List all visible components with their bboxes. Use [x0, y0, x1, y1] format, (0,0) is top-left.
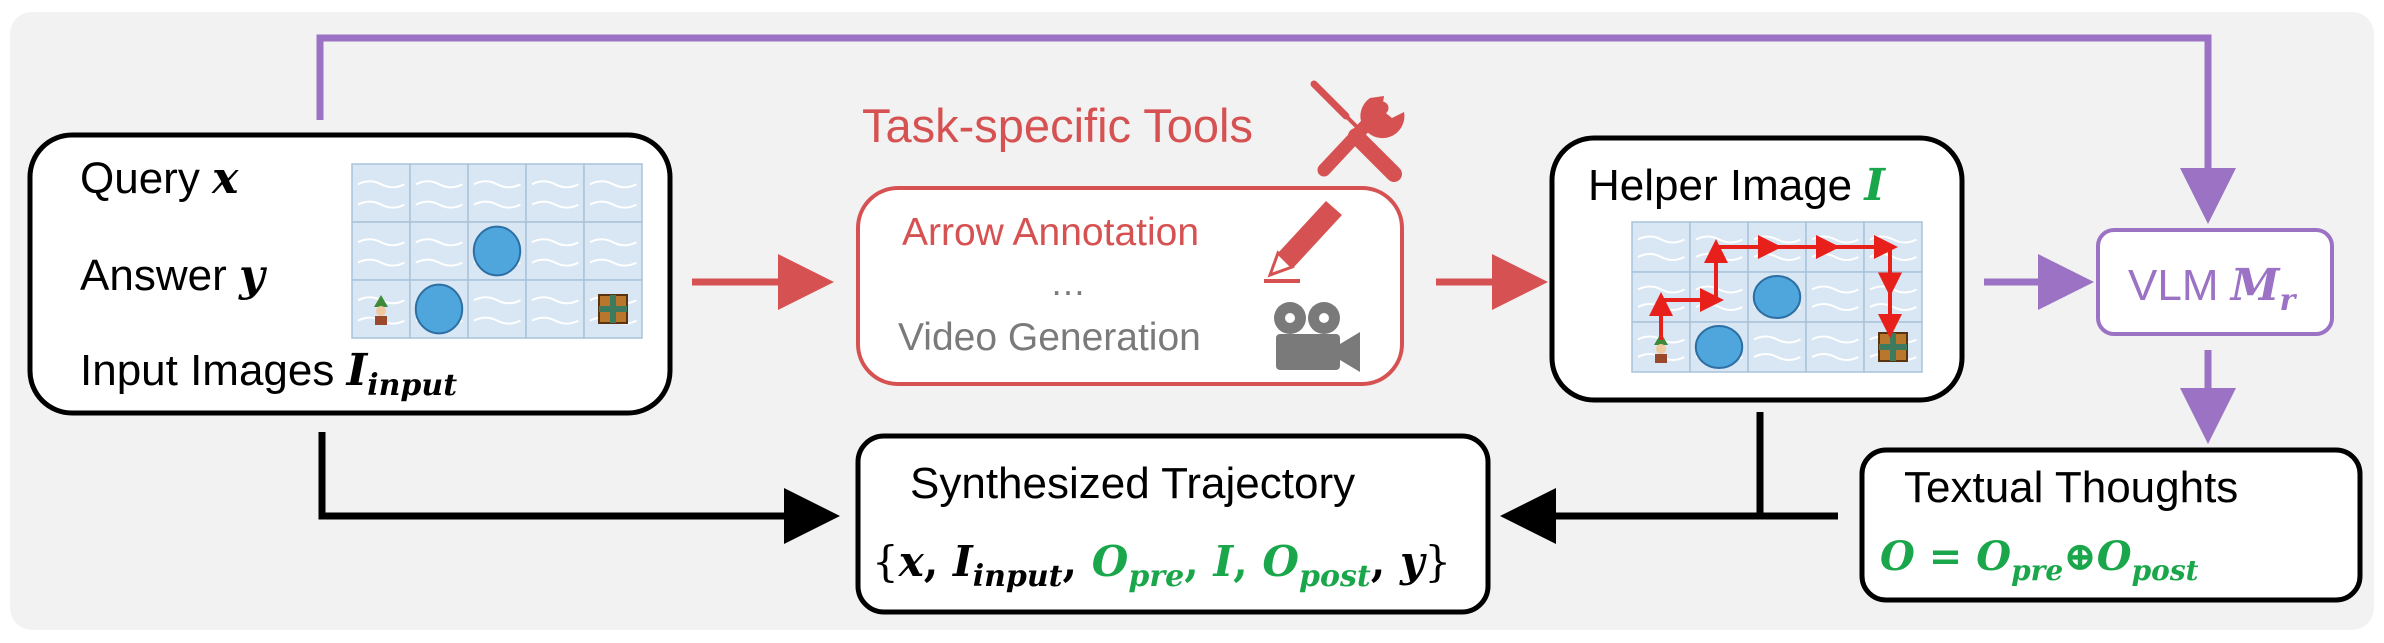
ice-tile [1805, 321, 1865, 373]
ice-texture [1811, 335, 1859, 344]
thoughts-formula: O = Opre⊕Opost [1880, 533, 2199, 587]
water-hole [1752, 275, 1802, 319]
pencil-icon [1264, 201, 1342, 283]
elf-hat [374, 295, 388, 307]
query-label: Query x [80, 153, 239, 204]
ice-tile [583, 221, 643, 281]
ice-texture [531, 238, 579, 247]
ice-texture [589, 238, 637, 247]
ice-texture [1811, 303, 1859, 311]
wrench-screwdriver-icon [1310, 80, 1405, 182]
helper-image-title: Helper Image I [1588, 160, 1886, 211]
ice-texture [357, 200, 405, 209]
ice-texture [1811, 353, 1859, 361]
ice-texture [415, 238, 463, 247]
goal-ribbon [1879, 344, 1907, 350]
textual-thoughts-title: Textual Thoughts [1904, 463, 2238, 512]
ice-tile [1689, 271, 1749, 323]
arrow-annotation-label: Arrow Annotation [902, 211, 1199, 254]
goal-ribbon [599, 306, 627, 312]
purple-query-arrow [316, 34, 2236, 224]
tools-title: Task-specific Tools [862, 99, 1253, 152]
ice-tile [1805, 271, 1865, 323]
ice-texture [1637, 253, 1685, 261]
ice-tile [525, 221, 585, 281]
ice-tile [351, 163, 411, 223]
video-generation-label: Video Generation [898, 316, 1201, 359]
ice-tile [1747, 321, 1807, 373]
ice-texture [531, 200, 579, 209]
input-box: Query x Answer y Input Images Iinput [27, 132, 673, 416]
ice-tile [467, 279, 527, 339]
ice-tile [409, 163, 469, 223]
ice-texture [473, 200, 521, 209]
water-hole [414, 283, 464, 335]
textual-thoughts-box: Textual Thoughts O = Opre⊕Opost [1859, 447, 2363, 603]
input-images-label: Input Images Iinput [80, 345, 457, 403]
ice-texture [357, 180, 405, 189]
ellipsis: … [1050, 262, 1086, 303]
ice-texture [1811, 285, 1859, 294]
ice-tile [467, 163, 527, 223]
ice-texture [415, 180, 463, 189]
ice-texture [531, 316, 579, 325]
trajectory-title: Synthesized Trajectory [910, 459, 1355, 508]
helper-image-box: Helper Image I [1549, 135, 1965, 403]
ice-texture [1753, 335, 1801, 344]
frozen-lake-grid-input [351, 163, 643, 339]
tools-box: Arrow Annotation … Video Generation [856, 186, 1404, 386]
ice-texture [1869, 303, 1917, 311]
trajectory-tuple: {x, Iinput, Opre, I, Opost, y} [872, 537, 1451, 594]
elf-face [376, 306, 386, 316]
ice-texture [589, 180, 637, 189]
water-hole [472, 225, 522, 277]
water-hole [1694, 325, 1744, 369]
ice-tile [1631, 221, 1691, 273]
elf-body [1655, 354, 1667, 363]
video-camera-icon [1274, 302, 1360, 372]
ice-texture [589, 200, 637, 209]
vlm-box: VLM Mr [2096, 228, 2334, 336]
synthesized-trajectory-box: Synthesized Trajectory {x, Iinput, Opre,… [855, 433, 1491, 615]
ice-texture [1637, 235, 1685, 244]
black-arrow-from-input [318, 432, 840, 544]
ice-texture [1753, 353, 1801, 361]
ice-texture [531, 180, 579, 189]
answer-label: Answer y [80, 250, 268, 301]
ice-texture [473, 180, 521, 189]
ice-tile [351, 221, 411, 281]
ice-texture [1637, 285, 1685, 294]
ice-texture [531, 258, 579, 267]
ice-texture [415, 258, 463, 267]
frozen-lake-grid-helper [1631, 221, 1923, 373]
ice-texture [415, 200, 463, 209]
ice-tile [525, 163, 585, 223]
ice-tile [409, 221, 469, 281]
ice-texture [473, 296, 521, 305]
vlm-label: VLM Mr [2128, 260, 2297, 318]
ice-tile [525, 279, 585, 339]
elf-face [1656, 344, 1666, 354]
ice-texture [357, 258, 405, 267]
ice-texture [473, 316, 521, 325]
ice-texture [589, 258, 637, 267]
elf-body [375, 316, 387, 325]
ice-tile [1863, 271, 1923, 323]
ice-tile [583, 163, 643, 223]
ice-texture [357, 238, 405, 247]
ice-texture [531, 296, 579, 305]
